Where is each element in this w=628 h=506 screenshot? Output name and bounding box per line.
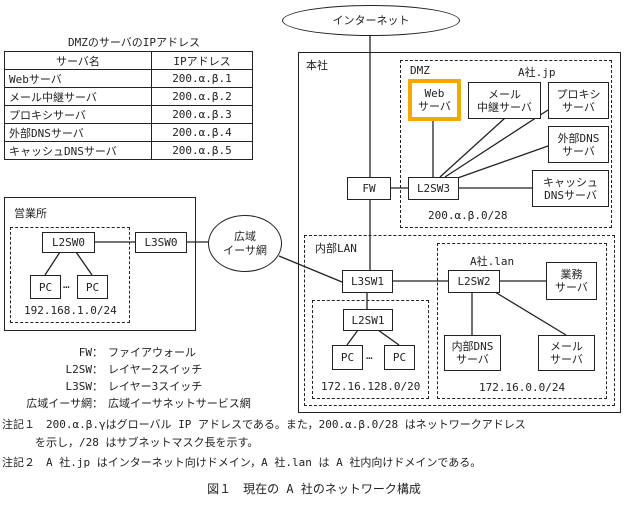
- branch-network-address: 192.168.1.0/24: [24, 304, 117, 317]
- l2sw0[interactable]: L2SW0: [42, 232, 95, 253]
- figure-caption: 図１ 現在の A 社のネットワーク構成: [207, 482, 421, 496]
- cell-ip: 200.α.β.4: [151, 123, 253, 142]
- pc-segment-frame: [312, 300, 429, 399]
- l3sw1[interactable]: L3SW1: [342, 270, 393, 293]
- mail-relay-server[interactable]: メール 中継サーバ: [468, 82, 541, 119]
- cache-dns-server[interactable]: キャッシュ DNSサーバ: [532, 170, 609, 207]
- branch-segment-frame: [10, 227, 130, 323]
- pc-network-address: 172.16.128.0/20: [321, 380, 421, 393]
- honsha-label: 本社: [306, 59, 328, 72]
- branch-frame: [4, 197, 196, 331]
- lan-domain: A社.lan: [470, 255, 515, 268]
- wan-label: 広域 イーサ網: [223, 229, 267, 257]
- mail-server[interactable]: メール サーバ: [538, 335, 595, 371]
- pc-ellipsis: …: [63, 278, 70, 291]
- l2sw2[interactable]: L2SW2: [448, 270, 500, 293]
- internal-lan-frame: [304, 235, 615, 406]
- pc[interactable]: PC: [384, 345, 415, 370]
- dmz-label: DMZ: [410, 64, 430, 77]
- web-server[interactable]: Web サーバ: [408, 79, 461, 121]
- legend-key: FW：: [78, 346, 103, 359]
- cell-name: 外部DNSサーバ: [4, 123, 152, 142]
- cell-ip: 200.α.β.5: [151, 141, 253, 160]
- link-l2sw1-pc1: [346, 329, 359, 346]
- internet-cloud: インターネット: [282, 5, 460, 36]
- server-segment-frame: [437, 243, 607, 399]
- cell-name: キャッシュDNSサーバ: [4, 141, 152, 160]
- internal-lan-label: 内部LAN: [315, 242, 357, 255]
- link-l2sw0-pc2: [75, 251, 93, 276]
- header-ip: IPアドレス: [151, 51, 253, 70]
- pc[interactable]: PC: [77, 275, 108, 299]
- legend-value: 広域イーサネットサービス網: [108, 397, 251, 410]
- pc[interactable]: PC: [30, 275, 61, 299]
- link-l2sw0-pc1: [44, 251, 61, 276]
- external-dns-server[interactable]: 外部DNS サーバ: [548, 126, 609, 163]
- legend-value: レイヤー2スイッチ: [108, 363, 203, 376]
- link-l2sw3-proxy: [444, 109, 549, 178]
- table-header-row: サーバ名 IPアドレス: [4, 51, 253, 70]
- link-l2sw3-extdns: [451, 145, 549, 181]
- header-server-name: サーバ名: [4, 51, 152, 70]
- dmz-network-address: 200.α.β.0/28: [428, 209, 508, 222]
- legend-key: L3SW：: [65, 380, 104, 393]
- link-wan-l3sw1: [278, 255, 343, 283]
- note-2: 注記２ A 社.jp はインターネット向けドメイン，A 社.lan は A 社内…: [2, 456, 482, 469]
- note-1-cont: を示し，/28 はサブネットマスク長を示す。: [2, 436, 259, 449]
- l2sw1[interactable]: L2SW1: [343, 309, 393, 331]
- internet-label: インターネット: [332, 13, 410, 27]
- legend-value: ファイアウォール: [108, 346, 196, 359]
- cell-ip: 200.α.β.1: [151, 69, 253, 88]
- cell-name: メール中継サーバ: [4, 87, 152, 106]
- legend-value: レイヤー3スイッチ: [108, 380, 203, 393]
- cell-ip: 200.α.β.2: [151, 87, 253, 106]
- proxy-server[interactable]: プロキシ サーバ: [548, 82, 609, 119]
- table-title: DMZのサーバのIPアドレス: [68, 36, 201, 49]
- business-server[interactable]: 業務 サーバ: [546, 262, 597, 300]
- wan-cloud: 広域 イーサ網: [208, 215, 282, 272]
- firewall[interactable]: FW: [347, 177, 391, 200]
- l3sw0[interactable]: L3SW0: [135, 232, 187, 253]
- honsha-frame: [298, 52, 621, 413]
- cell-name: Webサーバ: [4, 69, 152, 88]
- pc-ellipsis: …: [366, 349, 373, 362]
- cell-name: プロキシサーバ: [4, 105, 152, 124]
- cell-ip: 200.α.β.3: [151, 105, 253, 124]
- dmz-domain: A社.jp: [518, 66, 556, 79]
- legend-key: 広域イーサ網：: [26, 397, 103, 410]
- branch-label: 営業所: [14, 207, 47, 220]
- legend-key: L2SW：: [65, 363, 104, 376]
- internal-dns-server[interactable]: 内部DNS サーバ: [444, 335, 501, 371]
- note-1: 注記１ 200.α.β.γはグローバル IP アドレスである。また，200.α.…: [2, 418, 526, 431]
- dmz-frame: [400, 60, 612, 228]
- link-l2sw1-pc2: [377, 329, 400, 346]
- l2sw3[interactable]: L2SW3: [408, 177, 459, 200]
- pc[interactable]: PC: [332, 345, 363, 370]
- link-l2sw2-mail: [494, 291, 567, 336]
- server-network-address: 172.16.0.0/24: [479, 381, 566, 394]
- link-l2sw3-mailrelay: [439, 117, 506, 178]
